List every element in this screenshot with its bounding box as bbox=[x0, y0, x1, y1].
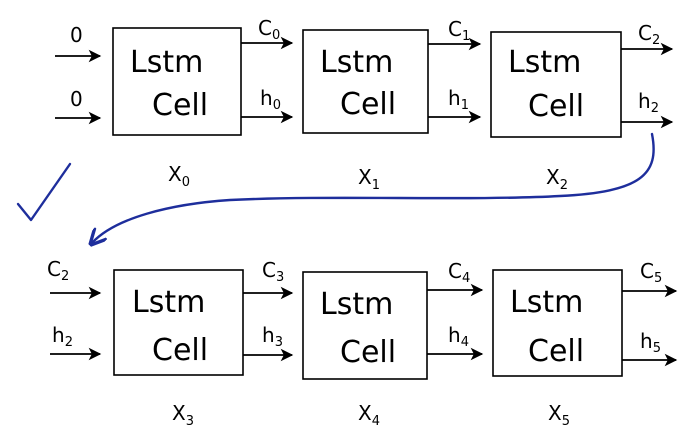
lstm-cell-5 bbox=[492, 269, 623, 377]
lstm-cell-1 bbox=[302, 29, 429, 134]
cell-3-line1: Lstm bbox=[132, 285, 205, 320]
x1-label: X1 bbox=[358, 165, 380, 193]
c0-label: C0 bbox=[258, 16, 280, 43]
cell-2-line2: Cell bbox=[528, 89, 584, 124]
c5-label: C5 bbox=[640, 259, 662, 286]
c2-label: C2 bbox=[638, 21, 660, 48]
h0-label: h0 bbox=[260, 86, 281, 113]
carry-over-arrow bbox=[92, 132, 655, 243]
x4-label: X4 bbox=[358, 401, 380, 429]
x2-label: X2 bbox=[546, 165, 568, 193]
h1-label: h1 bbox=[448, 86, 469, 113]
cell-4-line2: Cell bbox=[340, 335, 396, 370]
x0-label: X0 bbox=[168, 162, 190, 190]
h3-label: h3 bbox=[262, 323, 283, 350]
checkmark-icon bbox=[16, 162, 72, 222]
c4-label: C4 bbox=[448, 259, 470, 286]
h4-label: h4 bbox=[448, 323, 469, 350]
cell-3-line2: Cell bbox=[152, 333, 208, 368]
x5-label: X5 bbox=[548, 401, 570, 429]
row2-input-bottom-label: h2 bbox=[52, 323, 73, 350]
cell-1-line2: Cell bbox=[340, 87, 396, 122]
lstm-cell-0 bbox=[112, 27, 242, 136]
cell-4-line1: Lstm bbox=[320, 287, 393, 322]
cell-0-line2: Cell bbox=[152, 88, 208, 123]
cell-0-line1: Lstm bbox=[130, 45, 203, 80]
cell-5-line1: Lstm bbox=[510, 285, 583, 320]
cell-5-line2: Cell bbox=[528, 334, 584, 369]
c3-label: C3 bbox=[262, 258, 284, 285]
row1-input-top-label: 0 bbox=[70, 23, 83, 47]
lstm-cell-3 bbox=[113, 269, 244, 376]
cell-2-line1: Lstm bbox=[508, 45, 581, 80]
row2-input-top-label: C2 bbox=[47, 257, 69, 284]
lstm-cell-4 bbox=[302, 271, 428, 380]
cell-1-line1: Lstm bbox=[320, 45, 393, 80]
row1-input-bottom-label: 0 bbox=[70, 87, 83, 111]
h2-label: h2 bbox=[638, 89, 659, 116]
h5-label: h5 bbox=[640, 329, 661, 356]
x3-label: X3 bbox=[172, 401, 194, 429]
lstm-cell-2 bbox=[490, 31, 622, 138]
c1-label: C1 bbox=[448, 17, 470, 44]
